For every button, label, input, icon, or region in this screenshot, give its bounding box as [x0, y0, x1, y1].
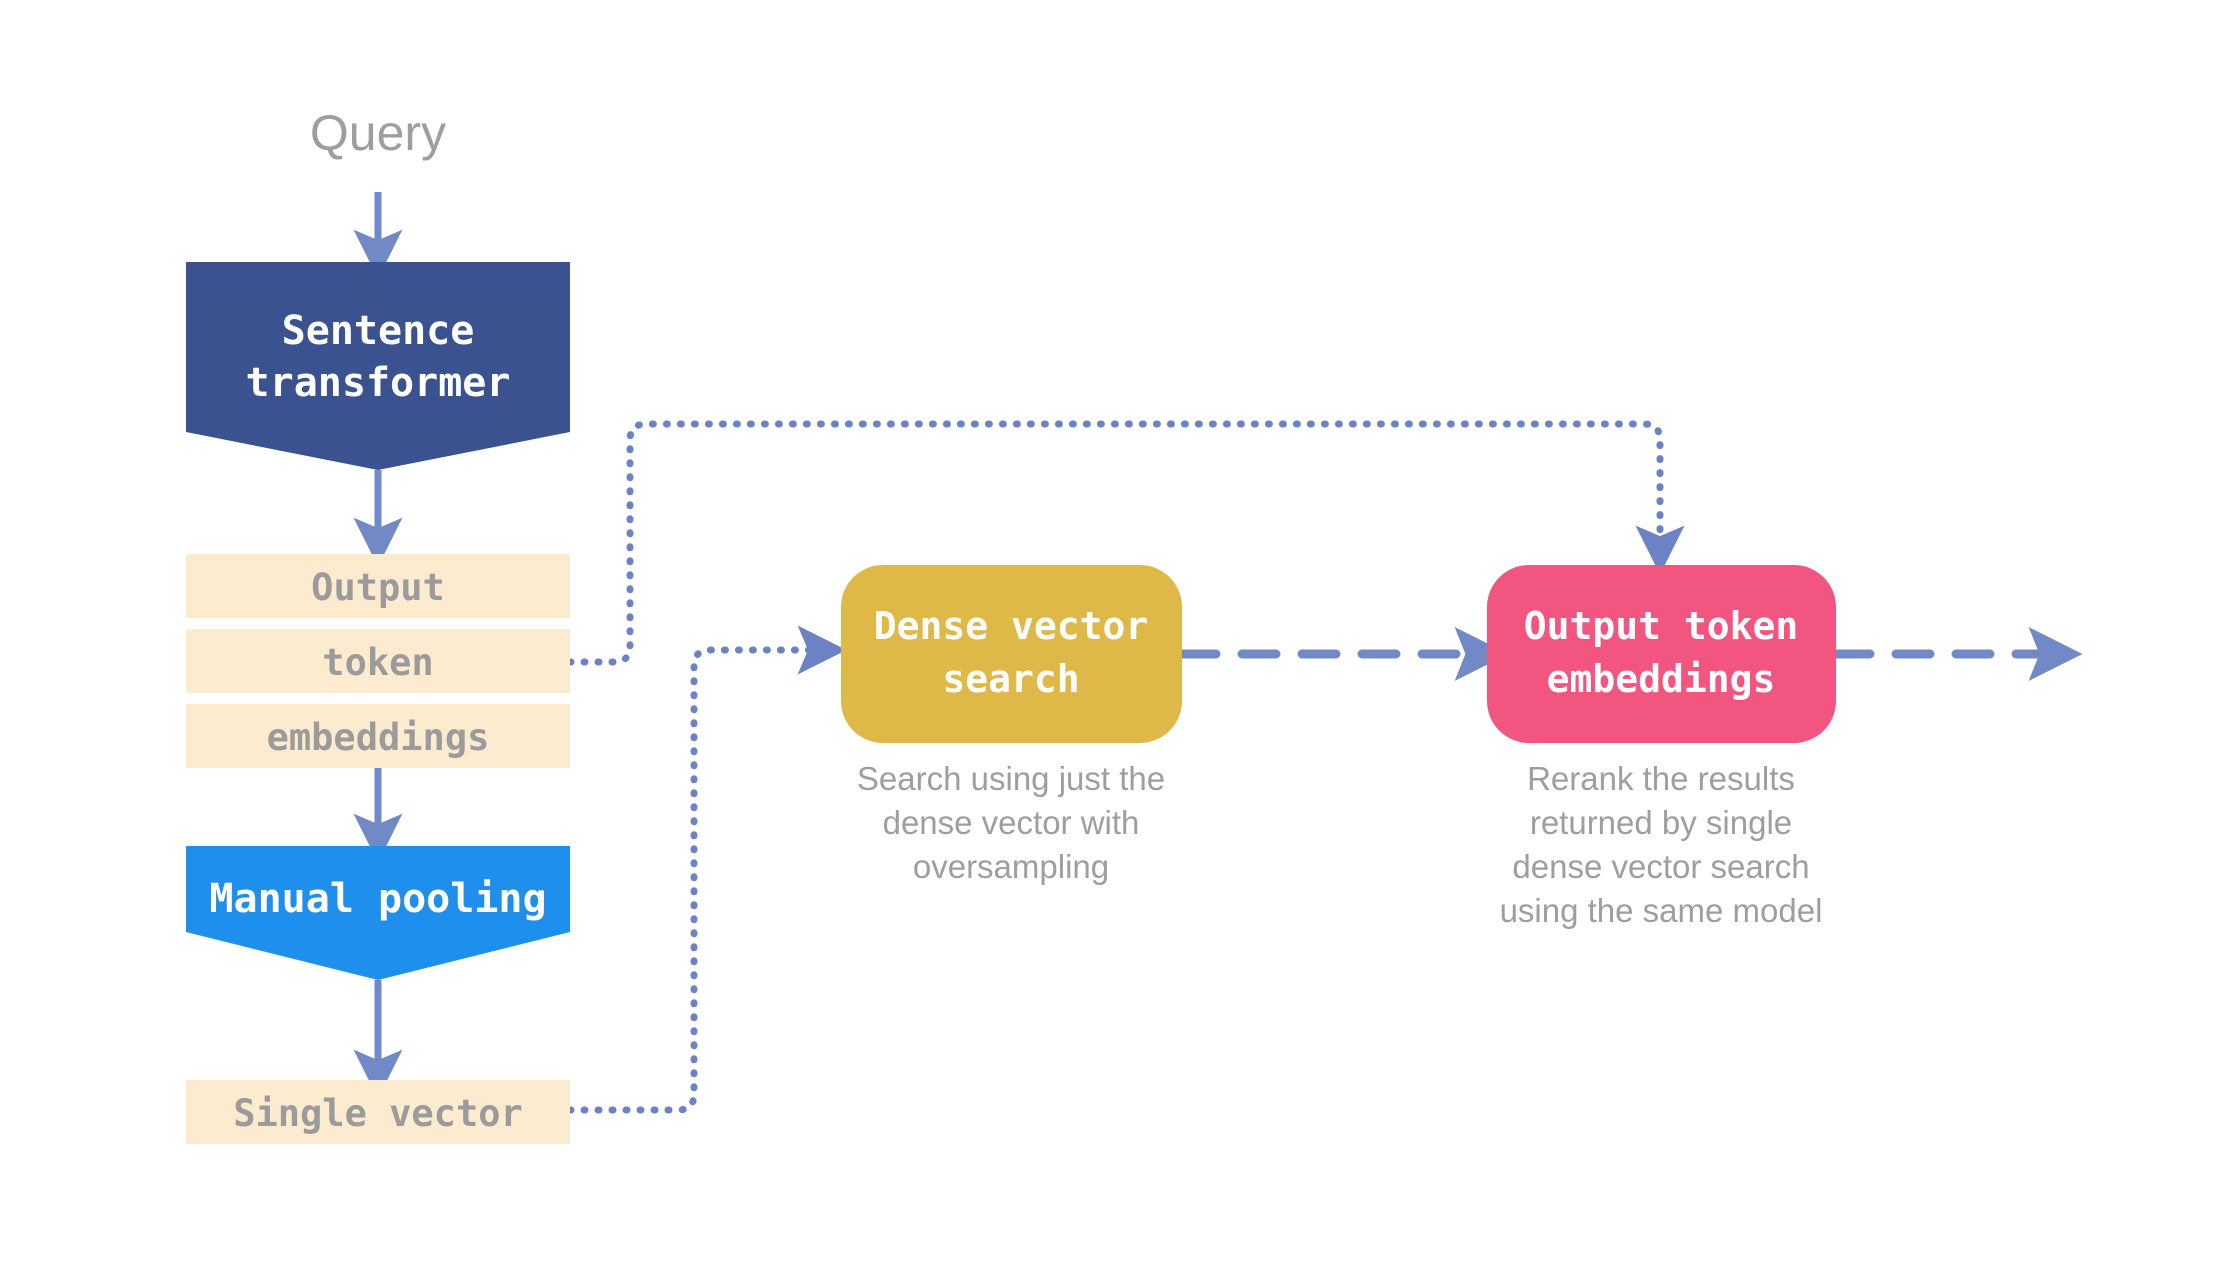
dense-vector-search-shape: [841, 565, 1182, 743]
dense-vector-search-label-line1: Dense vector: [874, 604, 1149, 648]
sentence-transformer-label-line1: Sentence: [282, 308, 475, 354]
single-vector-shape: [186, 1080, 570, 1144]
single-vector-label: Single vector: [233, 1092, 523, 1135]
node-output-token-embeddings[interactable]: Output token embeddings Rerank the resul…: [1487, 565, 1836, 929]
node-sentence-transformer[interactable]: Sentence transformer: [186, 262, 570, 470]
manual-pooling-shape: [186, 846, 570, 980]
stack-box-output[interactable]: [186, 554, 570, 618]
node-dense-vector-search[interactable]: Dense vector search Search using just th…: [841, 565, 1182, 885]
dense-vector-search-label-line2: search: [942, 657, 1079, 701]
connector-single-vector-to-dense-vector-search: [566, 625, 847, 1114]
stack-label-token: token: [322, 641, 433, 684]
node-manual-pooling[interactable]: Manual pooling: [186, 846, 570, 980]
node-single-vector[interactable]: Single vector: [186, 1080, 570, 1144]
output-token-embeddings-caption-line2: returned by single: [1530, 804, 1792, 841]
manual-pooling-label: Manual pooling: [209, 876, 546, 922]
sentence-transformer-shape: [186, 262, 570, 470]
connector-token-to-output-token-embeddings: [566, 420, 1685, 666]
stack-label-output: Output: [311, 566, 445, 609]
output-token-embeddings-caption-line1: Rerank the results: [1527, 760, 1795, 797]
dense-vector-search-caption-line2: dense vector with: [883, 804, 1140, 841]
dense-vector-search-caption-line3: oversampling: [913, 848, 1109, 885]
output-token-embeddings-shape: [1487, 565, 1836, 743]
output-token-embeddings-label-line1: Output token: [1524, 604, 1799, 648]
output-token-embeddings-label-line2: embeddings: [1547, 657, 1776, 701]
node-query-label: Query: [310, 105, 446, 161]
output-token-embeddings-caption-line4: using the same model: [1500, 892, 1823, 929]
dense-vector-search-caption-line1: Search using just the: [857, 760, 1165, 797]
output-token-embeddings-caption-line3: dense vector search: [1512, 848, 1809, 885]
node-output-token-embeddings-stack[interactable]: Output token embeddings: [186, 554, 570, 768]
stack-box-embeddings[interactable]: [186, 704, 570, 768]
stack-label-embeddings: embeddings: [267, 716, 490, 759]
sentence-transformer-label-line2: transformer: [246, 360, 511, 406]
stack-box-token[interactable]: [186, 629, 570, 693]
